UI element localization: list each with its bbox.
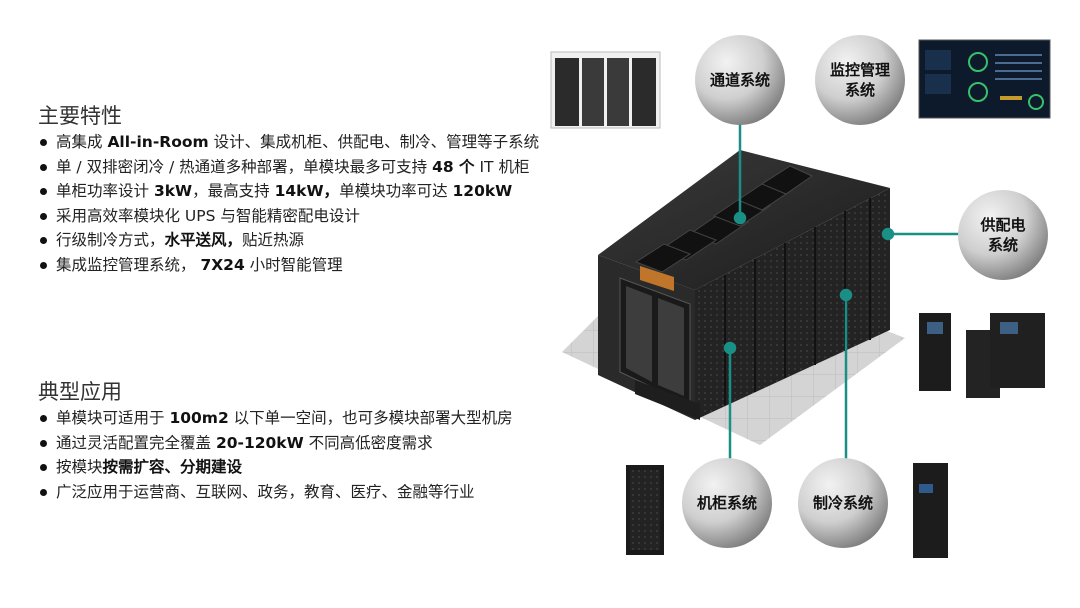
bullet-text: 120kW bbox=[452, 182, 513, 200]
bullet-text: All-in-Room bbox=[107, 133, 209, 151]
bullet-text: 不同高低密度需求 bbox=[303, 433, 433, 452]
aisle-system-bubble bbox=[695, 35, 785, 125]
bullet-text: 小时智能管理 bbox=[244, 255, 343, 274]
bullet-text: 14kW， bbox=[274, 182, 340, 200]
features-list: 高集成 All-in-Room 设计、集成机柜、供配电、制冷、管理等子系统单 /… bbox=[38, 130, 543, 277]
feature-item: 采用高效率模块化 UPS 与智能精密配电设计 bbox=[38, 204, 543, 229]
feature-item: 集成监控管理系统， 7X24 小时智能管理 bbox=[38, 253, 543, 278]
bullet-text: 通过灵活配置完全覆盖 bbox=[56, 433, 216, 452]
bullet-text: 以下单一空间，也可多模块部署大型机房 bbox=[228, 409, 513, 427]
bullet-text: 100m2 bbox=[169, 409, 229, 427]
features-title: 主要特性 bbox=[38, 104, 122, 128]
bullet-text: IT 机柜 bbox=[474, 157, 530, 176]
bullet-text: 20-120kW bbox=[215, 433, 304, 452]
bullet-text: 单 / 双排密闭冷 / 热通道多种部署，单模块最多可支持 bbox=[56, 157, 433, 176]
rack-cabinet-image bbox=[626, 465, 664, 555]
application-item: 广泛应用于运营商、互联网、政务，教育、医疗、金融等行业 bbox=[38, 480, 543, 505]
bullet-text: ，最高支持 bbox=[192, 182, 275, 200]
precision-ac-image bbox=[913, 463, 948, 558]
application-item: 单模块可适用于 100m2 以下单一空间，也可多模块部署大型机房 bbox=[38, 406, 543, 431]
bullet-text: 单模块可适用于 bbox=[56, 409, 170, 427]
cooling-system-label: 制冷系统 bbox=[812, 494, 874, 512]
application-item: 通过灵活配置完全覆盖 20-120kW 不同高低密度需求 bbox=[38, 431, 543, 456]
bullet-text: 7X24 bbox=[200, 255, 245, 274]
cabinet-system-label: 机柜系统 bbox=[696, 494, 758, 512]
bullet-text: 按模块 bbox=[56, 458, 103, 476]
feature-item: 单柜功率设计 3kW，最高支持 14kW，单模块功率可达 120kW bbox=[38, 179, 543, 204]
sliding-door-image bbox=[550, 51, 661, 129]
application-item: 按模块按需扩容、分期建设 bbox=[38, 455, 543, 480]
bullet-text: 高集成 bbox=[56, 133, 108, 151]
feature-item: 行级制冷方式，水平送风，贴近热源 bbox=[38, 228, 543, 253]
connector-lines bbox=[723, 110, 962, 470]
bullet-text: 水平送风， bbox=[164, 231, 243, 249]
bullet-text: 行级制冷方式， bbox=[56, 231, 165, 249]
bullet-text: 48 个 bbox=[432, 157, 475, 176]
monitoring-system-label: 监控管理 系统 bbox=[829, 61, 891, 99]
feature-item: 单 / 双排密闭冷 / 热通道多种部署，单模块最多可支持 48 个 IT 机柜 bbox=[38, 155, 543, 180]
bullet-text: 广泛应用于运营商、互联网、政务，教育、医疗、金融等行业 bbox=[56, 482, 475, 501]
cooling-system-bubble bbox=[798, 458, 888, 548]
ups-cabinets-image bbox=[919, 313, 1045, 398]
power-system-label: 供配电 系统 bbox=[980, 216, 1026, 254]
power-system-bubble bbox=[958, 190, 1048, 280]
feature-item: 高集成 All-in-Room 设计、集成机柜、供配电、制冷、管理等子系统 bbox=[38, 130, 543, 155]
applications-list: 单模块可适用于 100m2 以下单一空间，也可多模块部署大型机房通过灵活配置完全… bbox=[38, 406, 543, 504]
monitoring-screen-image bbox=[918, 39, 1051, 119]
applications-title: 典型应用 bbox=[38, 380, 122, 404]
bullet-text: 采用高效率模块化 UPS 与智能精密配电设计 bbox=[56, 206, 360, 225]
bullet-text: 设计、集成机柜、供配电、制冷、管理等子系统 bbox=[208, 133, 540, 151]
cabinet-system-bubble bbox=[682, 458, 772, 548]
bullet-text: 集成监控管理系统， bbox=[56, 255, 201, 274]
bullet-text: 单模块功率可达 bbox=[339, 182, 453, 200]
monitoring-system-bubble bbox=[815, 35, 905, 125]
bullet-text: 3kW bbox=[153, 182, 193, 200]
bullet-text: 单柜功率设计 bbox=[56, 182, 154, 200]
aisle-system-label: 通道系统 bbox=[709, 71, 771, 89]
bullet-text: 按需扩容、分期建设 bbox=[102, 458, 243, 476]
bullet-text: 贴近热源 bbox=[242, 231, 305, 249]
